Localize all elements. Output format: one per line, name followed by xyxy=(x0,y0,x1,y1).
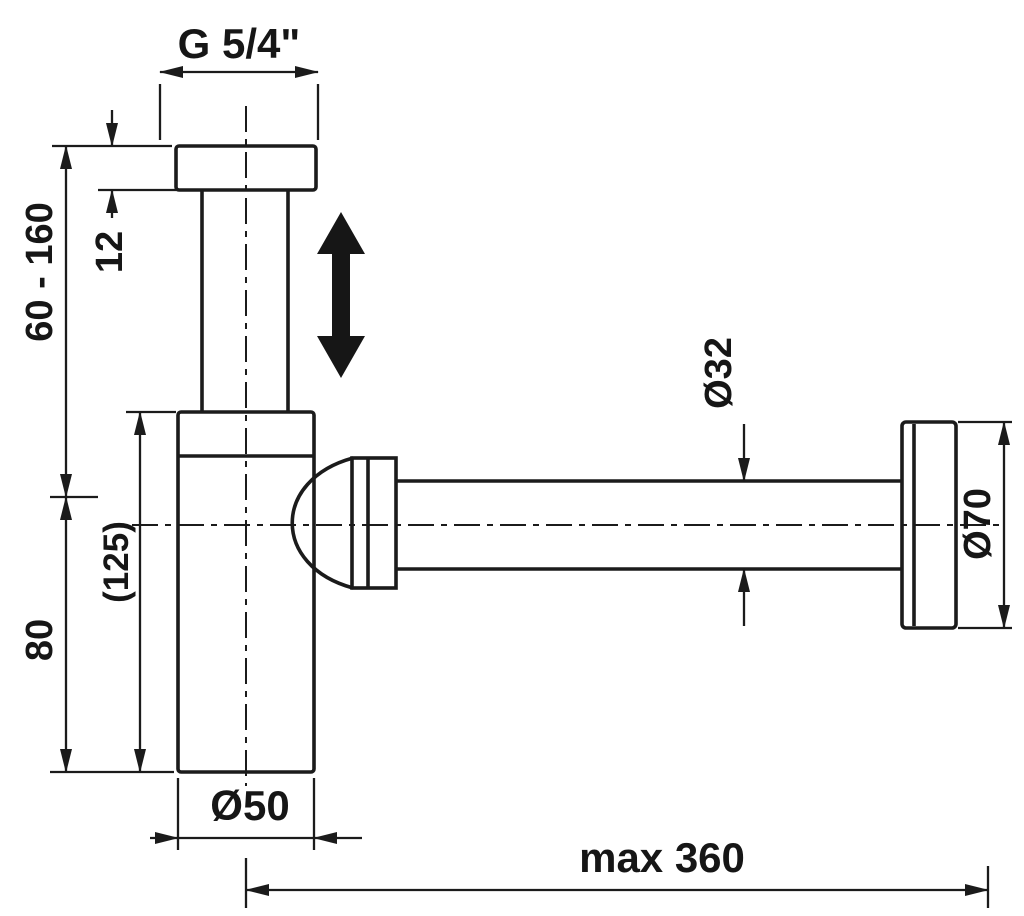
outlet-elbow xyxy=(290,456,354,590)
label-max-length: max 360 xyxy=(579,834,745,881)
dim-collar-height xyxy=(98,110,198,218)
vertical-adjust-arrow-icon xyxy=(317,212,365,378)
label-body-height: 80 xyxy=(19,619,61,661)
inlet-tube xyxy=(200,190,290,412)
dim-adjust-range xyxy=(50,144,172,499)
dim-body-height xyxy=(50,496,174,774)
dim-max-length xyxy=(244,858,990,908)
label-overall-height: (125) xyxy=(97,521,136,603)
dim-overall-height xyxy=(126,410,176,773)
label-body-diameter: Ø50 xyxy=(210,782,289,829)
dim-flange-diameter xyxy=(958,420,1012,630)
label-pipe-diameter: Ø32 xyxy=(698,337,740,409)
label-thread-size: G 5/4" xyxy=(178,20,301,67)
outlet-pipe xyxy=(396,479,902,571)
dim-body-diameter xyxy=(150,778,362,850)
label-collar-height: 12 xyxy=(89,231,131,273)
dim-thread xyxy=(158,66,320,140)
union-nut xyxy=(350,456,398,590)
label-adjust-range: 60 - 160 xyxy=(19,202,61,341)
label-flange-diameter: Ø70 xyxy=(957,488,999,560)
